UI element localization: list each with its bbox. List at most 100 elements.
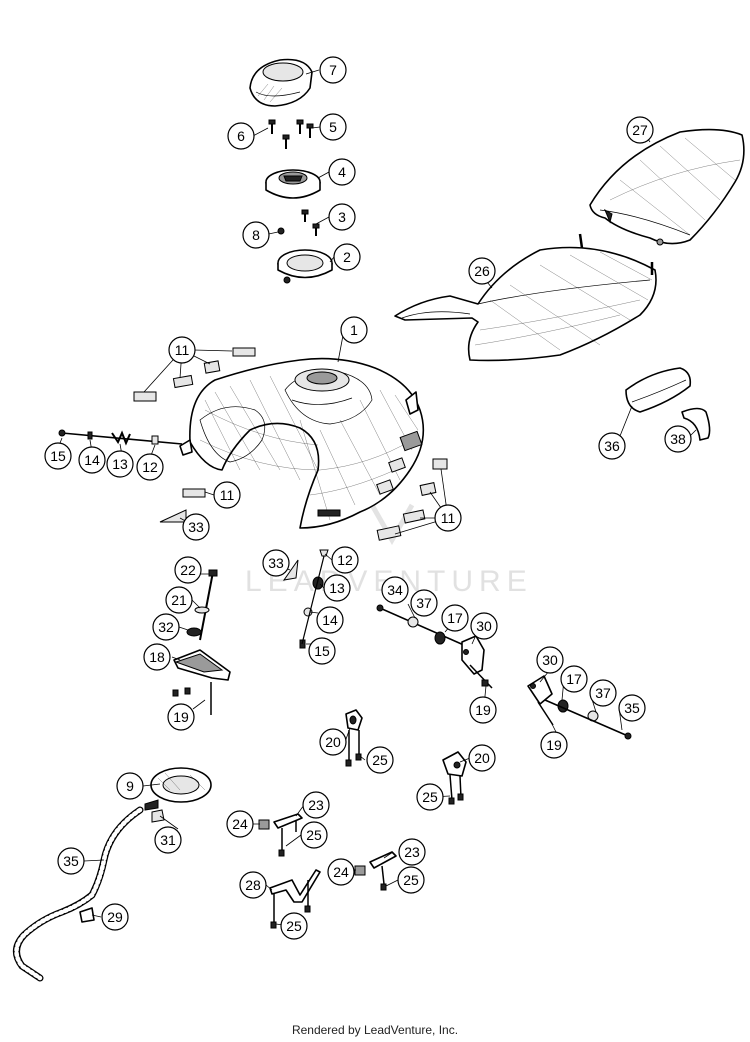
callout-31[interactable]: 31 [154, 826, 182, 854]
callout-21[interactable]: 21 [165, 586, 193, 614]
svg-text:12: 12 [337, 552, 353, 568]
callout-15-a[interactable]: 15 [44, 442, 72, 470]
rear-mount-center [376, 604, 493, 689]
callout-19-c[interactable]: 19 [540, 731, 568, 759]
callout-12-b[interactable]: 12 [331, 546, 359, 574]
callout-8[interactable]: 8 [242, 221, 270, 249]
callout-28[interactable]: 27 [626, 116, 654, 144]
svg-text:32: 32 [158, 619, 174, 635]
callout-1[interactable]: 1 [340, 316, 368, 344]
svg-text:35: 35 [63, 853, 79, 869]
fuel-tank [179, 357, 425, 529]
svg-text:34: 34 [387, 582, 403, 598]
svg-text:19: 19 [475, 702, 491, 718]
callout-33-a[interactable]: 33 [182, 513, 210, 541]
svg-text:11: 11 [175, 342, 190, 358]
seat-pad [625, 367, 692, 413]
svg-text:25: 25 [403, 872, 419, 888]
filler-cap-cover [249, 58, 313, 107]
filler-flange [277, 249, 333, 284]
svg-text:21: 21 [171, 592, 187, 608]
svg-text:9: 9 [126, 778, 134, 794]
svg-text:6: 6 [237, 128, 245, 144]
svg-text:1: 1 [350, 322, 358, 338]
callout-38[interactable]: 38 [664, 425, 692, 453]
callout-25-a[interactable]: 25 [366, 746, 394, 774]
callout-15-b[interactable]: 15 [308, 637, 336, 665]
callout-37-a[interactable]: 37 [410, 589, 438, 617]
svg-text:18: 18 [149, 649, 165, 665]
svg-text:14: 14 [84, 452, 100, 468]
callout-17-a[interactable]: 17 [441, 604, 469, 632]
callouts: 7 5 6 4 3 8 2 1 27 26 11 11 11 33 33 15 … [44, 56, 692, 940]
callout-11-b[interactable]: 11 [213, 481, 241, 509]
callout-9[interactable]: 9 [116, 772, 144, 800]
callout-24-a[interactable]: 24 [226, 810, 254, 838]
svg-text:15: 15 [50, 448, 66, 464]
callout-19-b[interactable]: 19 [469, 696, 497, 724]
svg-text:30: 30 [476, 618, 492, 634]
svg-text:37: 37 [595, 685, 611, 701]
callout-23-b[interactable]: 23 [398, 838, 426, 866]
callout-30-a[interactable]: 30 [470, 612, 498, 640]
callout-36[interactable]: 36 [598, 432, 626, 460]
svg-text:24: 24 [333, 864, 349, 880]
callout-19-a[interactable]: 19 [167, 703, 195, 731]
svg-text:27: 27 [632, 122, 648, 138]
svg-text:19: 19 [173, 709, 189, 725]
callout-11-c[interactable]: 11 [434, 504, 462, 532]
filler-cap [265, 169, 321, 199]
callout-14-b[interactable]: 14 [316, 606, 344, 634]
callout-13-b[interactable]: 13 [323, 574, 351, 602]
callout-25-c[interactable]: 25 [300, 821, 328, 849]
svg-text:19: 19 [546, 737, 562, 753]
callout-35-b[interactable]: 35 [618, 694, 646, 722]
clip-bracket-left [258, 813, 303, 857]
svg-text:38: 38 [670, 431, 686, 447]
svg-text:15: 15 [314, 643, 330, 659]
callout-26[interactable]: 28 [239, 871, 267, 899]
svg-text:22: 22 [180, 562, 196, 578]
callout-20-a[interactable]: 20 [319, 728, 347, 756]
callout-23-a[interactable]: 23 [302, 791, 330, 819]
svg-text:20: 20 [474, 750, 490, 766]
callout-12-a[interactable]: 12 [136, 453, 164, 481]
fuel-pump-flange [144, 767, 212, 823]
svg-text:3: 3 [338, 209, 346, 225]
callout-24-b[interactable]: 24 [327, 858, 355, 886]
pillion-seat [589, 128, 745, 246]
callout-11-a[interactable]: 11 [168, 336, 196, 364]
svg-text:33: 33 [188, 519, 204, 535]
callout-6[interactable]: 6 [227, 122, 255, 150]
callout-3[interactable]: 3 [328, 203, 356, 231]
svg-text:13: 13 [112, 456, 128, 472]
callout-32[interactable]: 32 [152, 613, 180, 641]
svg-text:26: 26 [474, 263, 490, 279]
callout-25-e[interactable]: 25 [280, 912, 308, 940]
svg-text:4: 4 [338, 164, 346, 180]
svg-text:17: 17 [566, 671, 582, 687]
callout-7[interactable]: 7 [319, 56, 347, 84]
callout-4[interactable]: 4 [328, 158, 356, 186]
callout-30-b[interactable]: 30 [536, 646, 564, 674]
callout-18[interactable]: 18 [143, 643, 171, 671]
callout-25-b[interactable]: 25 [416, 783, 444, 811]
callout-22[interactable]: 22 [174, 556, 202, 584]
svg-text:35: 35 [624, 700, 640, 716]
callout-2[interactable]: 2 [333, 243, 361, 271]
callout-14-a[interactable]: 14 [78, 446, 106, 474]
callout-34[interactable]: 35 [57, 847, 85, 875]
callout-33-b[interactable]: 33 [262, 549, 290, 577]
callout-35-a[interactable]: 34 [381, 576, 409, 604]
callout-5[interactable]: 5 [319, 113, 347, 141]
callout-29[interactable]: 29 [101, 903, 129, 931]
callout-20-b[interactable]: 20 [468, 744, 496, 772]
callout-27[interactable]: 26 [468, 257, 496, 285]
callout-17-b[interactable]: 17 [560, 665, 588, 693]
callout-13-a[interactable]: 13 [106, 450, 134, 478]
svg-text:25: 25 [286, 918, 302, 934]
svg-text:11: 11 [441, 510, 456, 526]
callout-25-d[interactable]: 25 [397, 866, 425, 894]
callout-37-b[interactable]: 37 [589, 679, 617, 707]
